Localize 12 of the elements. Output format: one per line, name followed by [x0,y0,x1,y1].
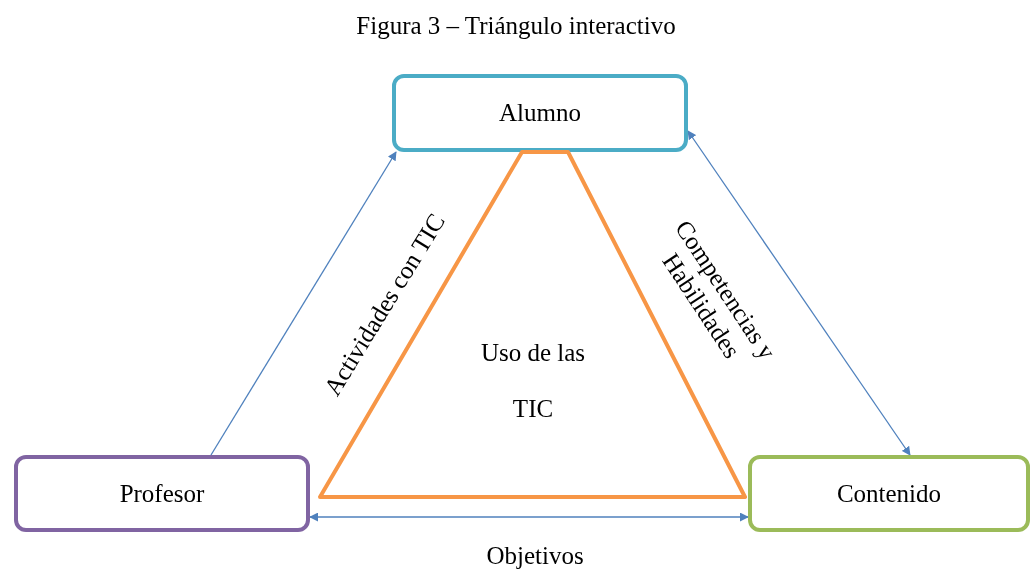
arrow [687,130,911,456]
arrow [309,512,749,522]
rounded-box [392,74,688,152]
box-label: Alumno [499,99,581,127]
rounded-box [748,455,1030,532]
edge-label: Objetivos [486,541,584,571]
box-label: Profesor [119,479,205,508]
figure-title: Figura 3 – Triángulo interactivo [355,12,677,40]
box-label: Contenido [836,479,942,508]
rounded-box [14,455,310,532]
center-text: Uso de las TIC [479,338,587,424]
arrow [210,151,397,456]
